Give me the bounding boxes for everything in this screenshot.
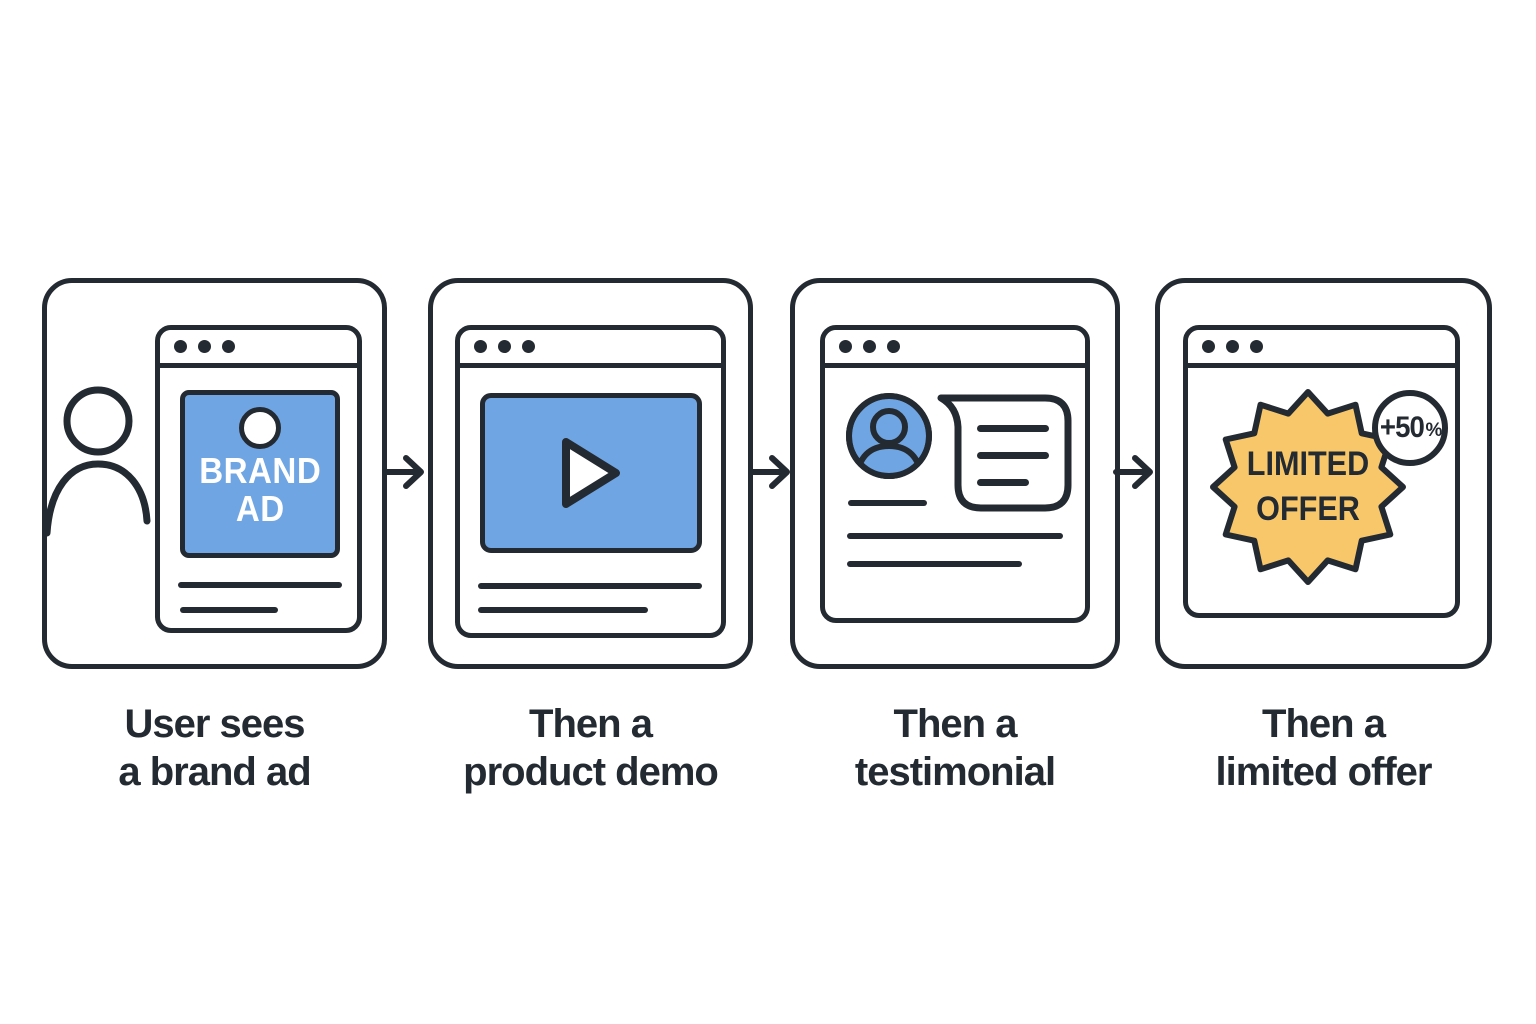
- brand-logo-icon: [239, 407, 281, 449]
- text-placeholder-line: [180, 607, 278, 613]
- window-controls-icon: [1188, 330, 1455, 368]
- caption-limited-offer: Then a limited offer: [1215, 702, 1433, 794]
- caption-brand-ad: User sees a brand ad: [118, 702, 311, 794]
- discount-badge: +50%: [1372, 390, 1448, 466]
- discount-unit: %: [1425, 420, 1443, 441]
- video-player: [480, 393, 702, 553]
- arrow-right-icon: [750, 455, 790, 489]
- window-dot-icon: [522, 340, 535, 353]
- window-controls-icon: [160, 330, 357, 368]
- brand-ad-banner: BRAND AD: [180, 390, 340, 558]
- browser-window-testimonial: [820, 325, 1090, 623]
- window-dot-icon: [222, 340, 235, 353]
- user-icon: [45, 386, 151, 537]
- caption-testimonial: Then a testimonial: [854, 702, 1056, 794]
- user-avatar-icon: [846, 393, 932, 479]
- text-placeholder-line: [478, 607, 648, 613]
- limited-offer-text: LIMITED OFFER: [1246, 445, 1370, 528]
- text-placeholder-line: [847, 533, 1063, 539]
- speech-bubble-icon: [937, 394, 1072, 512]
- caption-product-demo: Then a product demo: [463, 702, 719, 794]
- window-controls-icon: [825, 330, 1085, 368]
- arrow-right-icon: [384, 455, 424, 489]
- window-dot-icon: [498, 340, 511, 353]
- text-placeholder-line: [847, 561, 1022, 567]
- text-placeholder-line: [178, 582, 342, 588]
- window-dot-icon: [1202, 340, 1215, 353]
- browser-window-limited-offer: LIMITED OFFER +50%: [1183, 325, 1460, 618]
- text-placeholder-line: [478, 583, 702, 589]
- window-dot-icon: [474, 340, 487, 353]
- window-dot-icon: [1250, 340, 1263, 353]
- window-dot-icon: [887, 340, 900, 353]
- arrow-right-icon: [1113, 455, 1153, 489]
- window-dot-icon: [1226, 340, 1239, 353]
- discount-value: +50: [1379, 411, 1425, 444]
- window-dot-icon: [839, 340, 852, 353]
- browser-window-product-demo: [455, 325, 726, 638]
- window-dot-icon: [198, 340, 211, 353]
- play-icon: [562, 438, 620, 508]
- window-controls-icon: [460, 330, 721, 368]
- brand-ad-text: BRAND AD: [199, 450, 321, 529]
- text-placeholder-line: [848, 500, 927, 506]
- window-dot-icon: [863, 340, 876, 353]
- window-dot-icon: [174, 340, 187, 353]
- browser-window-brand-ad: BRAND AD: [155, 325, 362, 633]
